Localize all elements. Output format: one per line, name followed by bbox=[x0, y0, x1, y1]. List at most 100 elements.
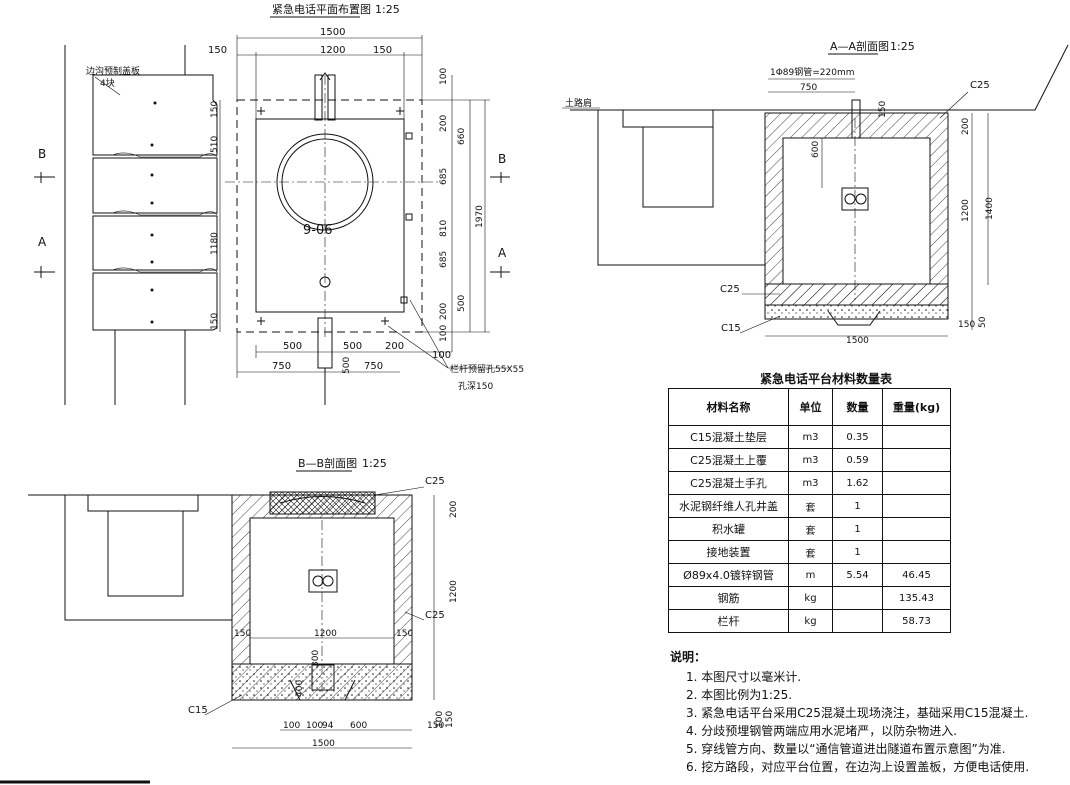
cover-plates bbox=[92, 74, 218, 331]
table-cell: 钢筋 bbox=[668, 586, 789, 610]
dim-right-100b: 100 bbox=[439, 325, 449, 342]
aa-dim-150: 150 bbox=[878, 101, 888, 118]
table-header-cell: 数量 bbox=[832, 388, 883, 426]
bb-label-c15: C15 bbox=[188, 705, 208, 716]
note-1: 1. 本图尺寸以毫米计. bbox=[686, 670, 802, 684]
note-6: 6. 挖方路段，对应平台位置，在边沟上设置盖板，方便电话使用. bbox=[686, 760, 1030, 774]
dim-top-1500: 1500 bbox=[320, 27, 345, 38]
table-cell bbox=[832, 609, 883, 633]
dim-top-150b: 150 bbox=[373, 45, 392, 56]
bb-dim-300: 300 bbox=[311, 650, 321, 667]
bb-dim-100-150: 100 bbox=[435, 711, 445, 728]
table-cell: 1 bbox=[832, 517, 883, 541]
table-cell: m bbox=[788, 563, 833, 587]
table-cell: m3 bbox=[788, 471, 833, 495]
bb-dim-150a: 150 bbox=[234, 629, 251, 639]
section-aa: A—A剖面图 1:25 土路肩 1Φ89钢管=220mm 750 150 200… bbox=[562, 39, 1069, 346]
bb-dim-1200: 1200 bbox=[449, 580, 459, 603]
dim-right-100a: 100 bbox=[439, 68, 449, 85]
dim-right-660: 660 bbox=[457, 128, 467, 145]
aa-dim-1500: 1500 bbox=[846, 336, 869, 346]
aa-dim-1400: 1400 bbox=[985, 197, 995, 220]
cover-count: 4块 bbox=[100, 77, 115, 89]
table-cell bbox=[882, 448, 951, 472]
table-cell: 水泥钢纤维人孔井盖 bbox=[668, 494, 789, 518]
table-cell bbox=[832, 586, 883, 610]
bb-dim-600: 600 bbox=[350, 721, 367, 731]
section-mark-a-right: A bbox=[498, 246, 507, 260]
table-header-row: 材料名称单位数量重量(kg) bbox=[668, 388, 951, 426]
dim-right-200a: 200 bbox=[439, 115, 449, 132]
table-cell bbox=[882, 517, 951, 541]
note-3: 3. 紧急电话平台采用C25混凝土现场浇注，基础采用C15混凝土. bbox=[686, 706, 1029, 720]
rail-holes bbox=[257, 107, 413, 325]
bb-dim-400: 400 bbox=[295, 680, 305, 697]
pipe-note: 1Φ89钢管=220mm bbox=[770, 66, 855, 78]
bb-dim-1200b: 1200 bbox=[314, 629, 337, 639]
table-cell bbox=[882, 425, 951, 449]
table-cell bbox=[882, 471, 951, 495]
dim-bottom-750b: 750 bbox=[364, 361, 383, 372]
notes-title: 说明： bbox=[670, 650, 707, 664]
table-cell: 5.54 bbox=[832, 563, 883, 587]
table-cell: m3 bbox=[788, 448, 833, 472]
bb-dim-150c: 150 bbox=[445, 711, 455, 728]
dim-right-810: 810 bbox=[439, 220, 449, 237]
table-cell: C15混凝土垫层 bbox=[668, 425, 789, 449]
aa-dim-200: 200 bbox=[961, 118, 971, 135]
road-shoulder-label: 土路肩 bbox=[565, 97, 592, 109]
table-cell: 58.73 bbox=[882, 609, 951, 633]
table-cell: 接地装置 bbox=[668, 540, 789, 564]
dim-left-150a: 150 bbox=[210, 101, 220, 118]
plan-title: 紧急电话平面布置图 bbox=[272, 2, 371, 16]
table-cell: m3 bbox=[788, 425, 833, 449]
aa-title: A—A剖面图 bbox=[830, 39, 889, 53]
dim-left-1180: 1180 bbox=[210, 232, 220, 255]
bb-dim-150d: 150 bbox=[427, 721, 444, 731]
dim-bottom-100: 100 bbox=[432, 350, 451, 361]
dim-top-150a: 150 bbox=[208, 45, 227, 56]
bb-dim-200: 200 bbox=[449, 501, 459, 518]
note-5: 5. 穿线管方向、数量以“通信管道进出隧道布置示意图”为准. bbox=[686, 742, 1006, 756]
note-4: 4. 分歧预埋钢管两端应用水泥堵严，以防杂物进入. bbox=[686, 724, 958, 738]
table-cell: kg bbox=[788, 609, 833, 633]
section-mark-a-left: A bbox=[38, 235, 47, 249]
aa-dim-750: 750 bbox=[800, 83, 817, 93]
note-2: 2. 本图比例为1:25. bbox=[686, 688, 793, 702]
dim-left-510: 510 bbox=[210, 136, 220, 153]
table-cell: 套 bbox=[788, 517, 833, 541]
table-cell: C25混凝土手孔 bbox=[668, 471, 789, 495]
aa-dim-50: 50 bbox=[978, 316, 988, 328]
dim-top-1200: 1200 bbox=[320, 45, 345, 56]
table-cell: 1.62 bbox=[832, 471, 883, 495]
dim-bottom-500c: 500 bbox=[342, 357, 352, 374]
bb-dim-1500: 1500 bbox=[312, 739, 335, 749]
table-cell: C25混凝土上覆 bbox=[668, 448, 789, 472]
notes-block: 说明： 1. 本图尺寸以毫米计. 2. 本图比例为1:25. 3. 紧急电话平台… bbox=[670, 648, 1029, 776]
table-header-cell: 材料名称 bbox=[668, 388, 789, 426]
table-cell: Ø89x4.0镀锌钢管 bbox=[668, 563, 789, 587]
hole-note: 孔深150 bbox=[458, 381, 493, 392]
table-cell: 0.35 bbox=[832, 425, 883, 449]
table-title: 紧急电话平台材料数量表 bbox=[760, 372, 893, 386]
aa-scale: 1:25 bbox=[890, 40, 915, 53]
cover-label: 边沟预制盖板 bbox=[86, 65, 140, 77]
bb-dim-150b: 150 bbox=[396, 629, 413, 639]
dim-bottom-500b: 500 bbox=[343, 341, 362, 352]
dim-left-150b: 150 bbox=[210, 313, 220, 330]
table-cell: kg bbox=[788, 586, 833, 610]
bb-scale: 1:25 bbox=[362, 457, 387, 470]
table-cell: 积水罐 bbox=[668, 517, 789, 541]
section-mark-b-right: B bbox=[498, 152, 506, 166]
table-cell: 135.43 bbox=[882, 586, 951, 610]
aa-dim-150b: 150 bbox=[958, 320, 975, 330]
